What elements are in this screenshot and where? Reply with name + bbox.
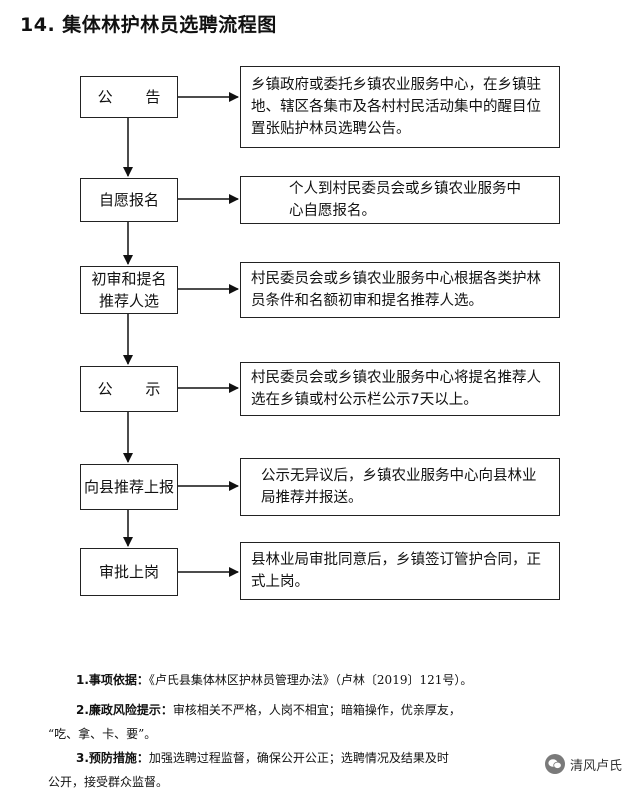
desc-announcement: 乡镇政府或委托乡镇农业服务中心，在乡镇驻地、辖区各集市及各村村民活动集中的醒目位…: [240, 66, 560, 148]
desc-text: 县林业局审批同意后，乡镇签订管护合同，正式上岗。: [251, 552, 541, 590]
desc-text: 村民委员会或乡镇农业服务中心根据各类护林员条件和名额初审和提名推荐人选。: [251, 271, 541, 309]
step-county-submission: 向县推荐上报: [80, 464, 178, 510]
page-title: 14. 集体林护林员选聘流程图: [20, 14, 277, 36]
step-approval: 审批上岗: [80, 548, 178, 596]
desc-preliminary-review: 村民委员会或乡镇农业服务中心根据各类护林员条件和名额初审和提名推荐人选。: [240, 262, 560, 318]
step-label: 公 告: [97, 88, 175, 106]
step-announcement: 公 告: [80, 76, 178, 118]
step-label: 审批上岗: [98, 563, 159, 581]
step-public-notice: 公 示: [80, 366, 178, 412]
note-prevent-text: 加强选聘过程监督，确保公开公正；选聘情况及结果及时: [148, 751, 449, 765]
note-prevent-cont: 公开，接受群众监督。: [48, 775, 169, 789]
note-prevent-label: 3.预防措施：: [76, 751, 149, 765]
desc-public-notice: 村民委员会或乡镇农业服务中心将提名推荐人选在乡镇或村公示栏公示7天以上。: [240, 362, 560, 416]
desc-text: 个人到村民委员会或乡镇农业服务中心自愿报名。: [289, 181, 521, 219]
step-label: 向县推荐上报: [83, 478, 174, 496]
note-prevent: 3.预防措施：加强选聘过程监督，确保公开公正；选聘情况及结果及时: [20, 746, 610, 770]
note-basis-label: 1.事项依据：: [76, 673, 149, 687]
desc-text: 公示无异议后，乡镇农业服务中心向县林业局推荐并报送。: [261, 468, 537, 506]
note-risk-label: 2.廉政风险提示：: [76, 703, 173, 717]
step-label: 公 示: [97, 380, 175, 398]
desc-approval: 县林业局审批同意后，乡镇签订管护合同，正式上岗。: [240, 542, 560, 600]
note-risk-text: 审核相关不严格，人岗不相宜；暗箱操作，优亲厚友，: [172, 703, 461, 717]
note-risk: 2.廉政风险提示：审核相关不严格，人岗不相宜；暗箱操作，优亲厚友，: [20, 698, 610, 722]
note-risk-cont: “吃、拿、卡、要”。: [48, 727, 157, 741]
step-self-registration: 自愿报名: [80, 178, 178, 222]
wechat-logo-icon: [544, 754, 565, 774]
step-preliminary-review: 初审和提名推荐人选: [80, 266, 178, 314]
note-basis: 1.事项依据：《卢氏县集体林区护林员管理办法》（卢林〔2019〕121号）。: [20, 668, 610, 692]
step-label: 初审和提名推荐人选: [91, 270, 167, 310]
desc-self-registration: 个人到村民委员会或乡镇农业服务中心自愿报名。: [240, 176, 560, 224]
desc-text: 乡镇政府或委托乡镇农业服务中心，在乡镇驻地、辖区各集市及各村村民活动集中的醒目位…: [251, 77, 541, 137]
desc-county-submission: 公示无异议后，乡镇农业服务中心向县林业局推荐并报送。: [240, 458, 560, 516]
note-basis-text: 《卢氏县集体林区护林员管理办法》（卢林〔2019〕121号）。: [148, 673, 473, 687]
watermark-text: 清风卢氏: [569, 758, 622, 774]
flow-connectors: [123, 92, 239, 577]
watermark: 清风卢氏: [544, 754, 622, 774]
notes-section: 1.事项依据：《卢氏县集体林区护林员管理办法》（卢林〔2019〕121号）。 2…: [20, 668, 610, 794]
step-label: 自愿报名: [98, 191, 159, 209]
desc-text: 村民委员会或乡镇农业服务中心将提名推荐人选在乡镇或村公示栏公示7天以上。: [251, 370, 541, 408]
